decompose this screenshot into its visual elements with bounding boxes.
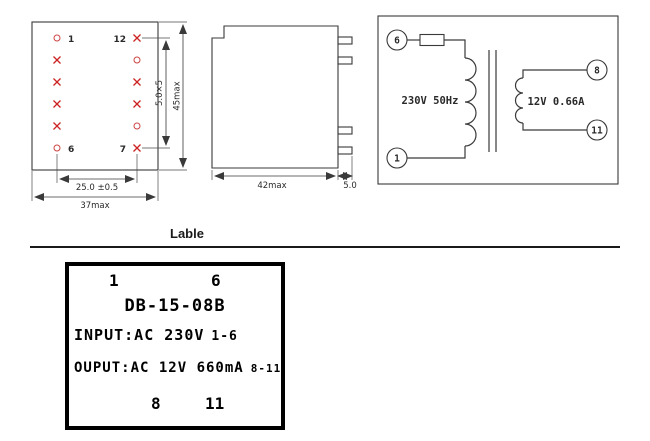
primary-winding-coil bbox=[464, 57, 477, 147]
secondary-rating-label: 12V 0.66A bbox=[528, 96, 586, 108]
wire bbox=[522, 69, 587, 78]
label-input-row: INPUT:AC 230V 1-6 bbox=[74, 326, 238, 344]
dim-label: 25.0 ±0.5 bbox=[76, 183, 118, 193]
label-pin-top-left: 1 bbox=[109, 271, 119, 290]
dimension-pin-span-width: 25.0 ±0.5 bbox=[56, 154, 138, 193]
pin-cross-mark bbox=[133, 34, 141, 42]
label-output-row: OUPUT:AC 12V 660mA 8-11 bbox=[74, 360, 281, 376]
terminal-circle bbox=[586, 59, 608, 81]
pin-circle-mark bbox=[133, 56, 141, 64]
dimension-pin-pitch: 5.0×5 bbox=[142, 37, 170, 149]
pin-number: 6 bbox=[68, 145, 74, 155]
fuse-symbol bbox=[419, 33, 445, 47]
label-section-title: Lable bbox=[170, 226, 204, 241]
dimension-total-width: 37max bbox=[31, 171, 159, 211]
product-label: 1 6 DB-15-08B INPUT:AC 230V 1-6 OUPUT:AC… bbox=[65, 262, 285, 430]
dimension-pin-length: 5.0 bbox=[337, 156, 357, 191]
label-output-pins: 8-11 bbox=[250, 362, 282, 375]
side-view: 42max 5.0 bbox=[211, 25, 357, 191]
label-pin-top-right: 6 bbox=[211, 271, 221, 290]
schematic-frame bbox=[377, 15, 619, 185]
terminal-number: 8 bbox=[594, 66, 600, 77]
wire bbox=[522, 123, 587, 131]
bottom-view-body bbox=[31, 21, 159, 171]
side-view-pin bbox=[337, 146, 353, 155]
terminal-number: 6 bbox=[394, 36, 400, 47]
side-view-body bbox=[211, 25, 339, 169]
label-input-pins: 1-6 bbox=[211, 329, 238, 344]
pin-circle-mark bbox=[53, 34, 61, 42]
pin-circle-mark bbox=[53, 144, 61, 152]
label-input-text: INPUT:AC 230V bbox=[74, 326, 205, 344]
pin-marks bbox=[53, 34, 141, 152]
dim-label: 5.0 bbox=[343, 181, 357, 191]
terminal-number: 1 bbox=[394, 154, 400, 165]
pin-cross-mark bbox=[133, 144, 141, 152]
side-view-pin bbox=[337, 36, 353, 45]
pin-cross-mark bbox=[53, 56, 61, 64]
horizontal-divider bbox=[30, 246, 620, 248]
pin-number: 1 bbox=[68, 35, 74, 45]
side-view-pin bbox=[337, 126, 353, 135]
terminal-circle bbox=[586, 119, 608, 141]
wire bbox=[407, 146, 466, 159]
label-pin-bottom-left: 8 bbox=[151, 394, 161, 413]
dim-label: 42max bbox=[257, 181, 286, 191]
pin-circle-mark bbox=[133, 122, 141, 130]
wire bbox=[444, 39, 466, 58]
technical-drawings: 1 12 6 7 25.0 ±0.5 37max 5 bbox=[31, 15, 619, 211]
dim-label: 37max bbox=[80, 201, 109, 211]
pin-cross-mark bbox=[133, 78, 141, 86]
primary-rating-label: 230V 50Hz bbox=[402, 95, 459, 107]
schematic-view: 6 1 230V 50Hz 12V 0.66A 8 11 bbox=[377, 15, 619, 185]
dimension-total-height: 45max bbox=[159, 21, 187, 171]
label-output-text: OUPUT:AC 12V 660mA bbox=[74, 360, 244, 376]
label-pin-bottom-right: 11 bbox=[205, 394, 225, 413]
secondary-winding-coil bbox=[514, 77, 524, 124]
pin-cross-mark bbox=[133, 100, 141, 108]
pin-cross-mark bbox=[53, 100, 61, 108]
label-model-number: DB-15-08B bbox=[124, 296, 226, 316]
dim-label: 5.0×5 bbox=[155, 80, 165, 106]
dim-label: 45max bbox=[173, 81, 183, 110]
pin-number: 7 bbox=[120, 145, 126, 155]
pin-cross-mark bbox=[53, 122, 61, 130]
pin-number: 12 bbox=[113, 35, 126, 45]
pin-cross-mark bbox=[53, 78, 61, 86]
terminal-number: 11 bbox=[591, 126, 603, 137]
dimension-body-width: 42max bbox=[211, 170, 339, 191]
bottom-view: 1 12 6 7 25.0 ±0.5 37max 5 bbox=[31, 21, 187, 211]
side-view-pin bbox=[337, 56, 353, 65]
